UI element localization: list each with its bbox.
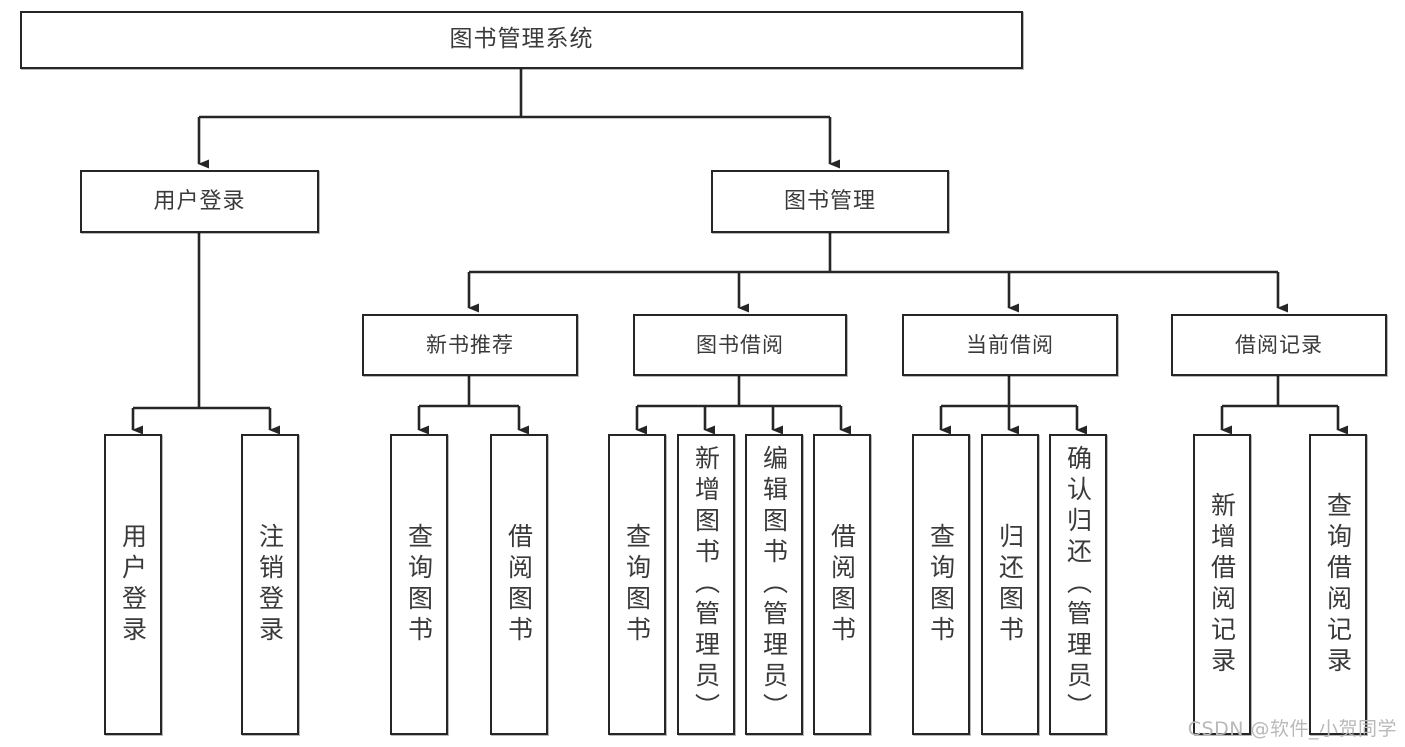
node-label: 当前借阅 [966,332,1054,357]
node-root-book-management-system[interactable]: 图书管理系统 [20,11,1023,69]
node-label: 用户登录 [153,188,246,214]
leaf-book-borrow-query-book[interactable]: 查询图书 [608,434,666,735]
node-user-login[interactable]: 用户登录 [80,170,319,233]
node-label: 查询图书 [404,522,434,647]
node-book-management[interactable]: 图书管理 [711,170,949,233]
node-label: 查询借阅记录 [1323,491,1353,678]
leaf-borrow-record-query-record[interactable]: 查询借阅记录 [1309,434,1367,735]
leaf-current-borrow-return-book[interactable]: 归还图书 [981,434,1039,735]
leaf-new-book-query-book[interactable]: 查询图书 [390,434,448,735]
node-label: 新增图书（管理员） [691,445,721,724]
node-book-borrow[interactable]: 图书借阅 [633,314,847,376]
node-label: 借阅图书 [827,522,857,647]
csdn-watermark: CSDN @软件_小贺同学 [1187,718,1397,740]
leaf-new-book-borrow-book[interactable]: 借阅图书 [490,434,548,735]
node-borrow-record[interactable]: 借阅记录 [1171,314,1387,376]
leaf-book-borrow-borrow-book[interactable]: 借阅图书 [813,434,871,735]
node-label: 用户登录 [118,522,148,647]
node-label: 归还图书 [995,522,1025,647]
node-label: 确认归还（管理员） [1063,445,1093,724]
node-label: 图书管理 [783,188,876,214]
leaf-user-login-login[interactable]: 用户登录 [104,434,162,735]
leaf-current-borrow-query-book[interactable]: 查询图书 [912,434,970,735]
node-label: 注销登录 [255,522,285,647]
leaf-borrow-record-add-record[interactable]: 新增借阅记录 [1193,434,1251,735]
leaf-book-borrow-edit-book-admin[interactable]: 编辑图书（管理员） [745,434,803,735]
leaf-book-borrow-add-book-admin[interactable]: 新增图书（管理员） [677,434,735,735]
node-current-borrow[interactable]: 当前借阅 [902,314,1118,376]
node-label: 图书借阅 [696,332,784,357]
node-label: 新书推荐 [426,332,514,357]
node-label: 图书管理系统 [449,26,594,53]
node-label: 新增借阅记录 [1207,491,1237,678]
node-label: 查询图书 [926,522,956,647]
leaf-user-login-logout[interactable]: 注销登录 [241,434,299,735]
node-label: 编辑图书（管理员） [759,445,789,724]
node-label: 借阅图书 [504,522,534,647]
node-new-book-recommend[interactable]: 新书推荐 [362,314,578,376]
leaf-current-borrow-confirm-return-admin[interactable]: 确认归还（管理员） [1049,434,1107,735]
node-label: 借阅记录 [1235,332,1323,357]
node-label: 查询图书 [622,522,652,647]
